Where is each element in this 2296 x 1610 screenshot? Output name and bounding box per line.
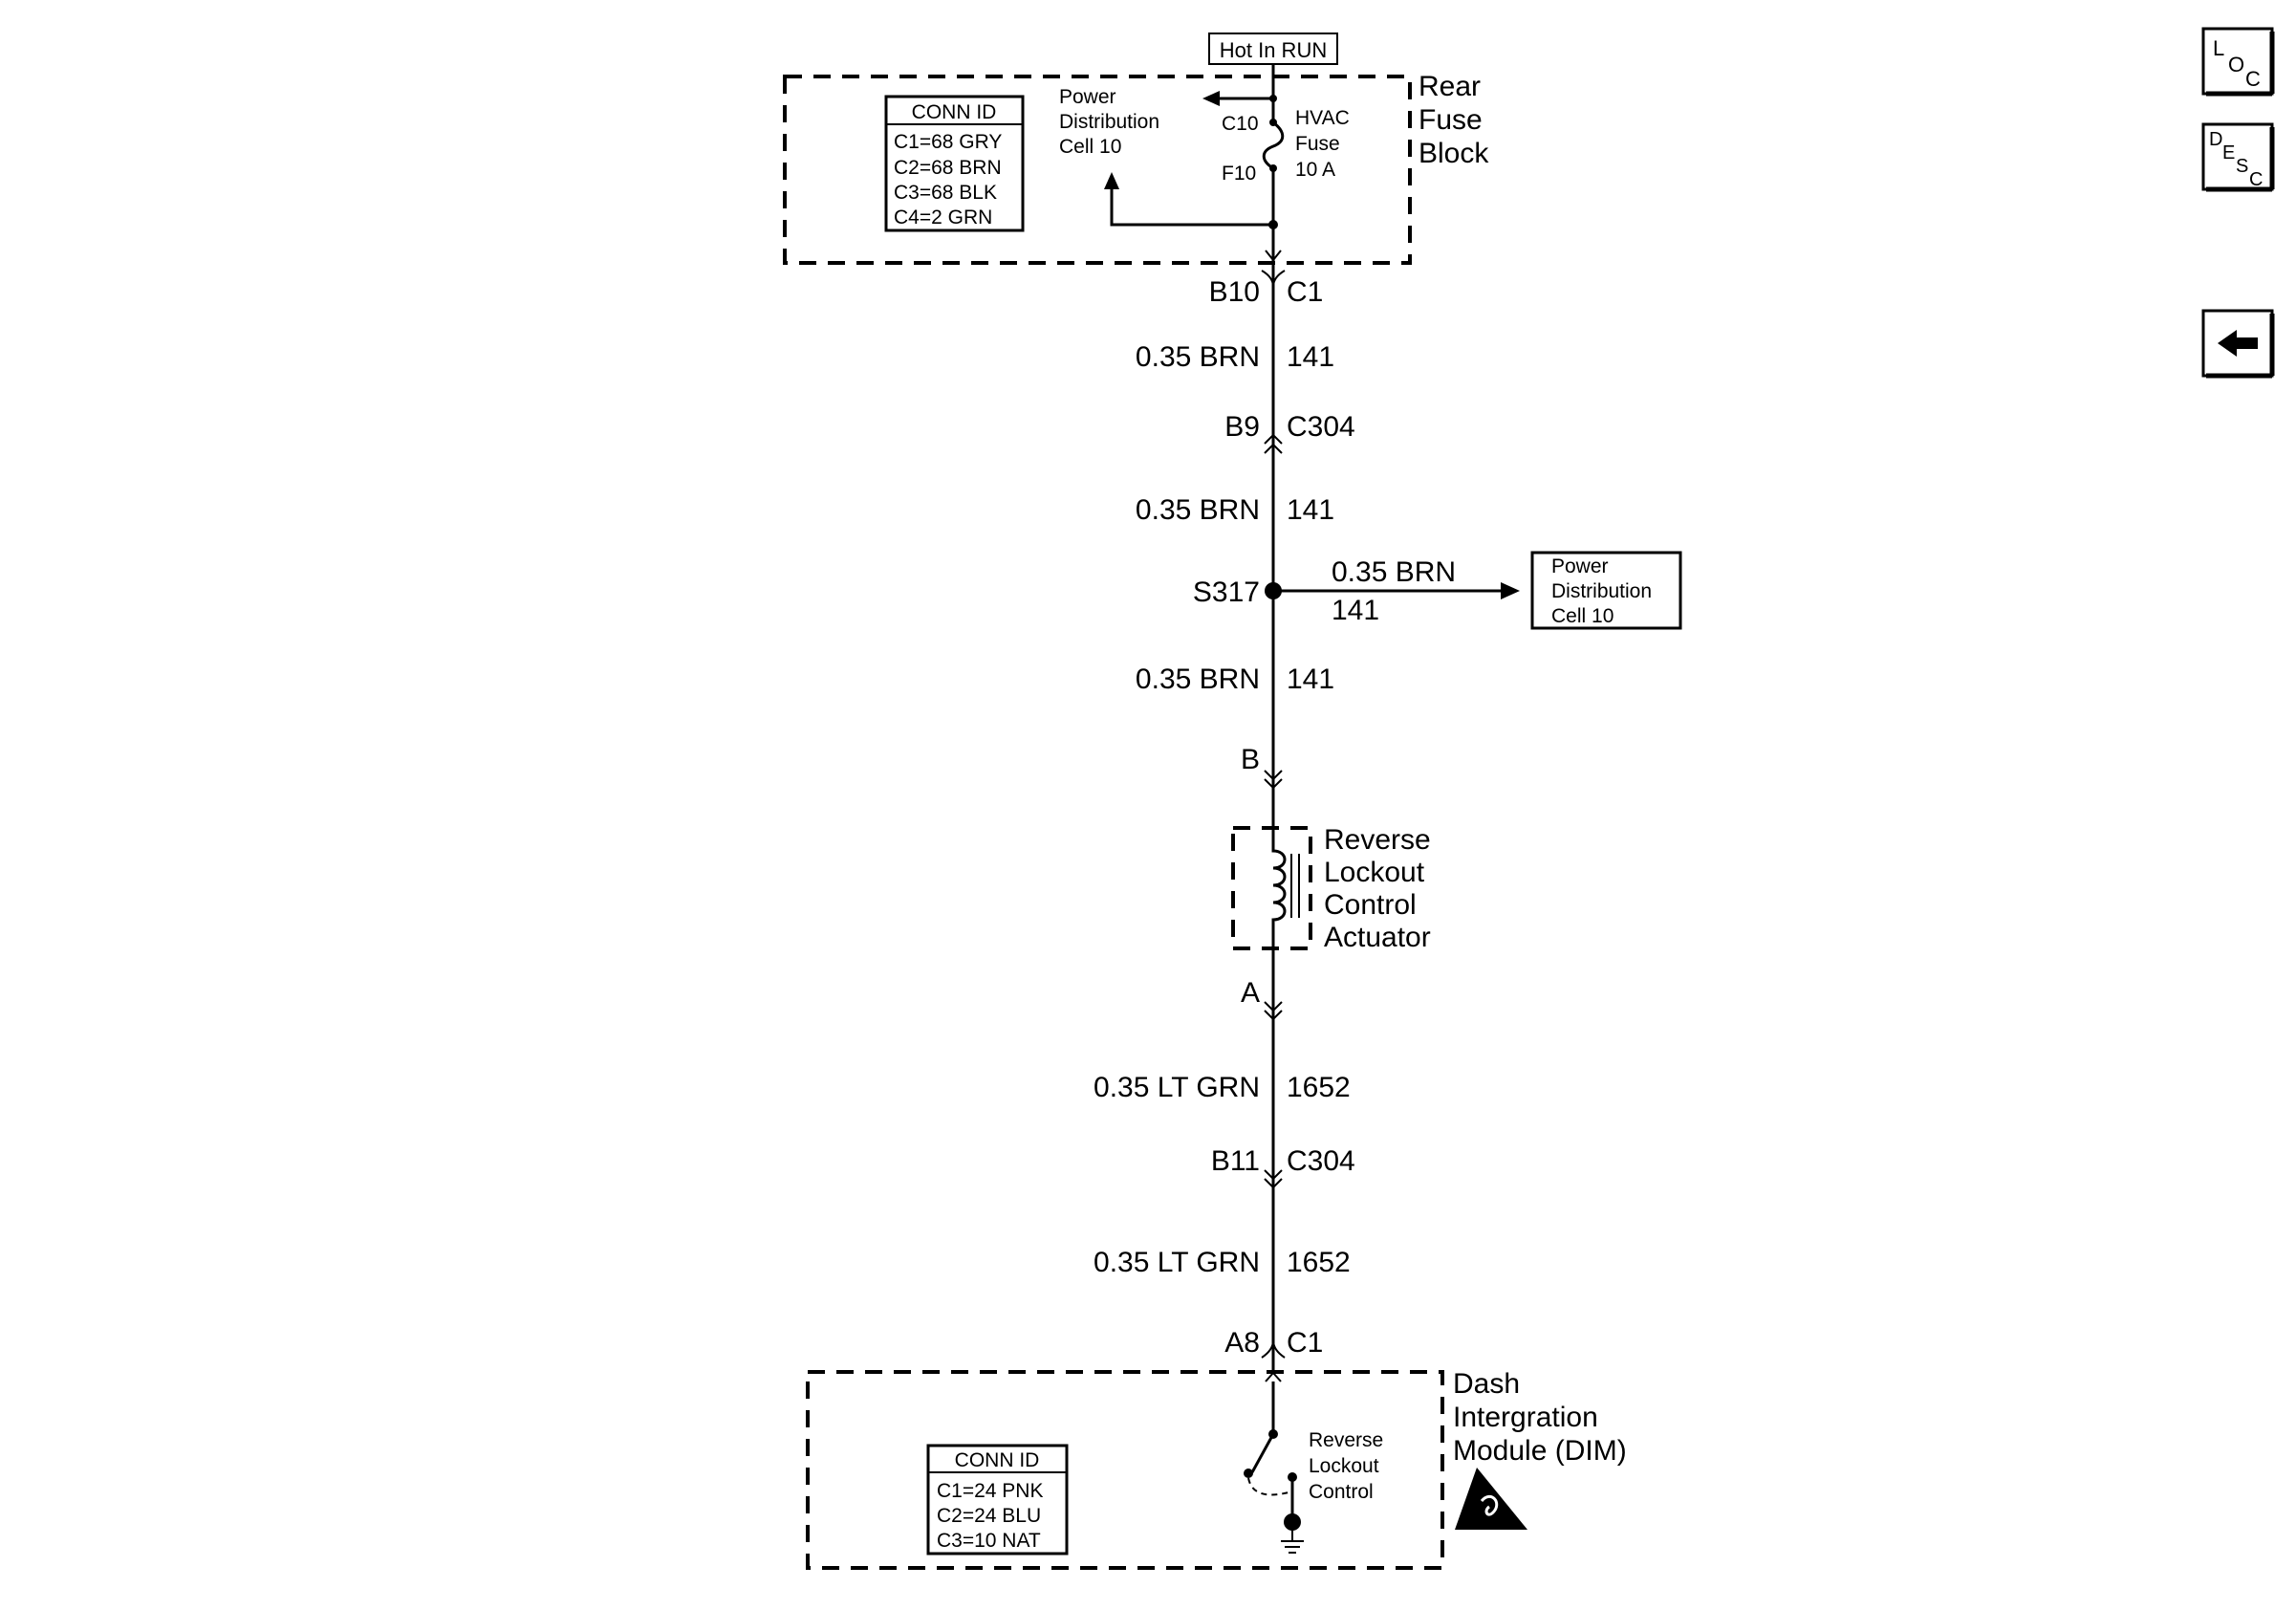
connector-name-label: C304 — [1287, 411, 1355, 443]
dim-outline — [806, 1370, 1444, 1570]
branch-dest-label-2: Distribution — [1551, 580, 1652, 602]
connector-name-label: C1 — [1287, 276, 1323, 308]
conn-id-row: C1=24 PNK — [937, 1480, 1043, 1502]
dim-title-2: Intergration — [1453, 1402, 1598, 1433]
switch-label-1: Reverse — [1309, 1429, 1383, 1451]
branch-dest-label-1: Power — [1551, 555, 1609, 577]
rear-fuse-block-title-2: Fuse — [1419, 104, 1483, 136]
description-button[interactable]: D E S C — [2201, 122, 2275, 192]
conn-id-title: CONN ID — [955, 1449, 1040, 1471]
connector-name-label: C1 — [1287, 1327, 1323, 1359]
svg-text:E: E — [2222, 142, 2235, 163]
rear-fuse-block: Rear Fuse Block CONN ID C1=68 GRY C2=68 … — [783, 64, 1489, 265]
actuator-pin-b: B — [1241, 744, 1283, 790]
conn-id-row: C3=10 NAT — [937, 1530, 1041, 1552]
ground-node — [1284, 1513, 1301, 1531]
splice-label: S317 — [1193, 577, 1260, 608]
desc-icon: D E S C — [2209, 129, 2263, 190]
arrow-right-icon — [1501, 582, 1520, 599]
rear-fuse-block-outline — [783, 75, 1412, 265]
back-button[interactable] — [2201, 309, 2275, 379]
branch-dest-label-3: Cell 10 — [1551, 605, 1614, 627]
actuator-outline — [1231, 826, 1312, 950]
rear-fuse-conn-id-table: CONN ID C1=68 GRY C2=68 BRN C3=68 BLK C4… — [884, 95, 1025, 232]
actuator-pin-a: A — [1241, 977, 1283, 1021]
wire-circuit-number: 141 — [1287, 664, 1334, 695]
dim-title-3: Module (DIM) — [1453, 1435, 1627, 1467]
wire-gauge-color: 0.35 BRN — [1136, 494, 1260, 526]
fuse-label-3: 10 A — [1295, 159, 1335, 181]
svg-text:C: C — [2249, 169, 2263, 190]
connector-name-label: C304 — [1287, 1145, 1355, 1177]
connector-c304-top: B9 C304 — [1224, 411, 1355, 454]
conn-id-row: C2=68 BRN — [894, 157, 1002, 179]
wire-circuit-number: 1652 — [1287, 1072, 1351, 1103]
back-arrow-icon — [2218, 330, 2258, 357]
esd-warning-icon — [1455, 1468, 1527, 1530]
svg-text:L: L — [2213, 36, 2224, 60]
branch-gauge-color: 0.35 BRN — [1332, 556, 1456, 588]
conn-id-title: CONN ID — [912, 101, 997, 123]
wire-gauge-color: 0.35 LT GRN — [1094, 1072, 1260, 1103]
switch-contact-open — [1250, 1433, 1275, 1473]
fuse-label-1: HVAC — [1295, 107, 1350, 129]
wire-circuit-number: 1652 — [1287, 1247, 1351, 1278]
dash-integration-module: Dash Intergration Module (DIM) CONN ID C… — [806, 1368, 1627, 1570]
svg-text:C: C — [2245, 67, 2261, 91]
switch-label-2: Lockout — [1309, 1455, 1379, 1477]
arrow-left-icon — [1202, 91, 1220, 106]
power-distribution-wire — [1110, 188, 1273, 227]
wire-circuit-number: 141 — [1287, 494, 1334, 526]
dim-conn-id-table: CONN ID C1=24 PNK C2=24 BLU C3=10 NAT — [926, 1444, 1069, 1556]
pin-label: B — [1241, 744, 1260, 775]
rear-fuse-block-title-1: Rear — [1419, 71, 1481, 102]
conn-id-row: C1=68 GRY — [894, 131, 1002, 153]
branch-circuit-number: 141 — [1332, 595, 1379, 626]
conn-id-row: C4=2 GRN — [894, 207, 992, 228]
connector-pin-label: B10 — [1209, 276, 1260, 308]
connector-pin-label: B11 — [1211, 1145, 1260, 1177]
fuse-label-2: Fuse — [1295, 133, 1340, 155]
connector-c1-top: B10 C1 — [1209, 270, 1323, 308]
ground-icon — [1281, 1530, 1304, 1554]
hot-in-run-box: Hot In RUN — [1208, 33, 1338, 65]
connector-c1-bottom: A8 C1 — [1224, 1327, 1323, 1382]
fuse-out-pin: F10 — [1222, 163, 1256, 185]
connector-c304-bottom: B11 C304 — [1211, 1145, 1355, 1189]
power-distribution-label-1: Power — [1059, 86, 1116, 108]
wire-gauge-color: 0.35 BRN — [1136, 664, 1260, 695]
hot-in-run-label: Hot In RUN — [1220, 38, 1327, 62]
fuse-symbol — [1262, 120, 1285, 170]
conn-id-row: C2=24 BLU — [937, 1505, 1041, 1527]
dim-title-1: Dash — [1453, 1368, 1520, 1400]
wire-gauge-color: 0.35 LT GRN — [1094, 1247, 1260, 1278]
actuator-label-4: Actuator — [1324, 922, 1431, 953]
wire-circuit-number: 141 — [1287, 341, 1334, 373]
actuator-label-3: Control — [1324, 889, 1417, 921]
power-distribution-label-2: Distribution — [1059, 111, 1159, 133]
power-distribution-label-3: Cell 10 — [1059, 136, 1121, 158]
rear-fuse-block-title-3: Block — [1419, 138, 1489, 169]
reverse-lockout-switch: Reverse Lockout Control — [1244, 1382, 1383, 1554]
actuator-label-1: Reverse — [1324, 824, 1431, 856]
conn-id-row: C3=68 BLK — [894, 182, 997, 204]
connector-pin-label: B9 — [1224, 411, 1260, 443]
reverse-lockout-actuator: Reverse Lockout Control Actuator — [1231, 824, 1431, 953]
splice-s317: S317 0.35 BRN 141 — [1193, 556, 1520, 626]
arrow-up-icon — [1104, 172, 1119, 189]
connector-pin-label: A8 — [1224, 1327, 1260, 1359]
solenoid-coil — [1271, 841, 1287, 929]
svg-text:S: S — [2236, 156, 2248, 177]
loc-icon: L O C — [2213, 36, 2261, 91]
svg-text:O: O — [2228, 53, 2244, 76]
svg-text:D: D — [2209, 129, 2222, 150]
pin-label: A — [1241, 977, 1260, 1009]
fuse-in-pin: C10 — [1222, 113, 1259, 135]
branch-destination-box: Power Distribution Cell 10 — [1530, 551, 1682, 630]
location-button[interactable]: L O C — [2201, 27, 2275, 97]
wire-gauge-color: 0.35 BRN — [1136, 341, 1260, 373]
actuator-label-2: Lockout — [1324, 857, 1425, 888]
switch-label-3: Control — [1309, 1481, 1374, 1503]
